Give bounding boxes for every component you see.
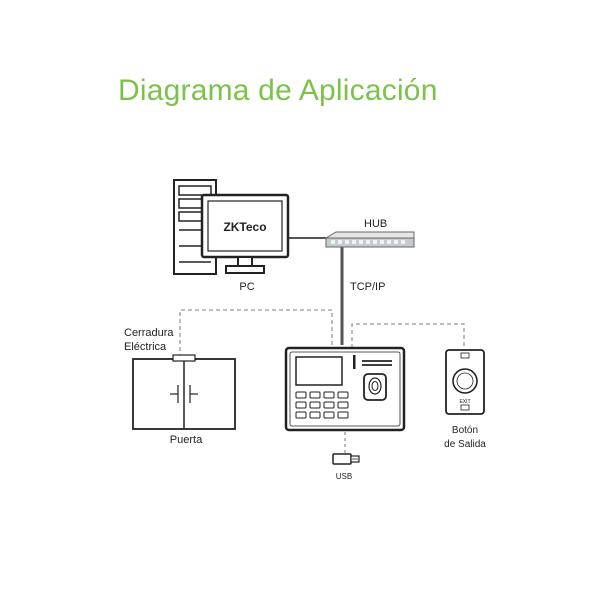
lock-dashed-line	[179, 309, 333, 358]
lock-label-line2: Eléctrica	[124, 341, 167, 353]
exit-button-text: EXIT	[459, 399, 470, 405]
attendance-terminal	[284, 346, 406, 432]
electric-lock	[172, 354, 196, 362]
door-label: Puerta	[170, 434, 203, 446]
pc-monitor: ZKTeco	[200, 193, 290, 274]
brand-logo: ZKTeco	[223, 220, 266, 234]
door	[132, 354, 236, 430]
usb-label: USB	[336, 472, 352, 481]
tcpip-label: TCP/IP	[350, 281, 385, 293]
fingerprint-sensor-icon	[363, 373, 387, 401]
exit-push-icon	[452, 368, 478, 394]
exit-dashed-line	[351, 323, 465, 350]
diagram-title: Diagrama de Aplicación	[118, 74, 438, 107]
exit-button-device: EXIT	[445, 349, 485, 415]
usb-drive-icon	[332, 453, 360, 465]
exit-label-line2: de Salida	[444, 439, 486, 450]
hub-label: HUB	[364, 218, 387, 230]
keypad	[295, 391, 349, 419]
lock-label-line1: Cerradura	[124, 327, 174, 339]
terminal-screen	[295, 356, 343, 386]
pc-label: PC	[239, 281, 254, 293]
connections	[179, 237, 465, 454]
hub-switch	[324, 231, 415, 248]
exit-label-line1: Botón	[452, 425, 478, 436]
